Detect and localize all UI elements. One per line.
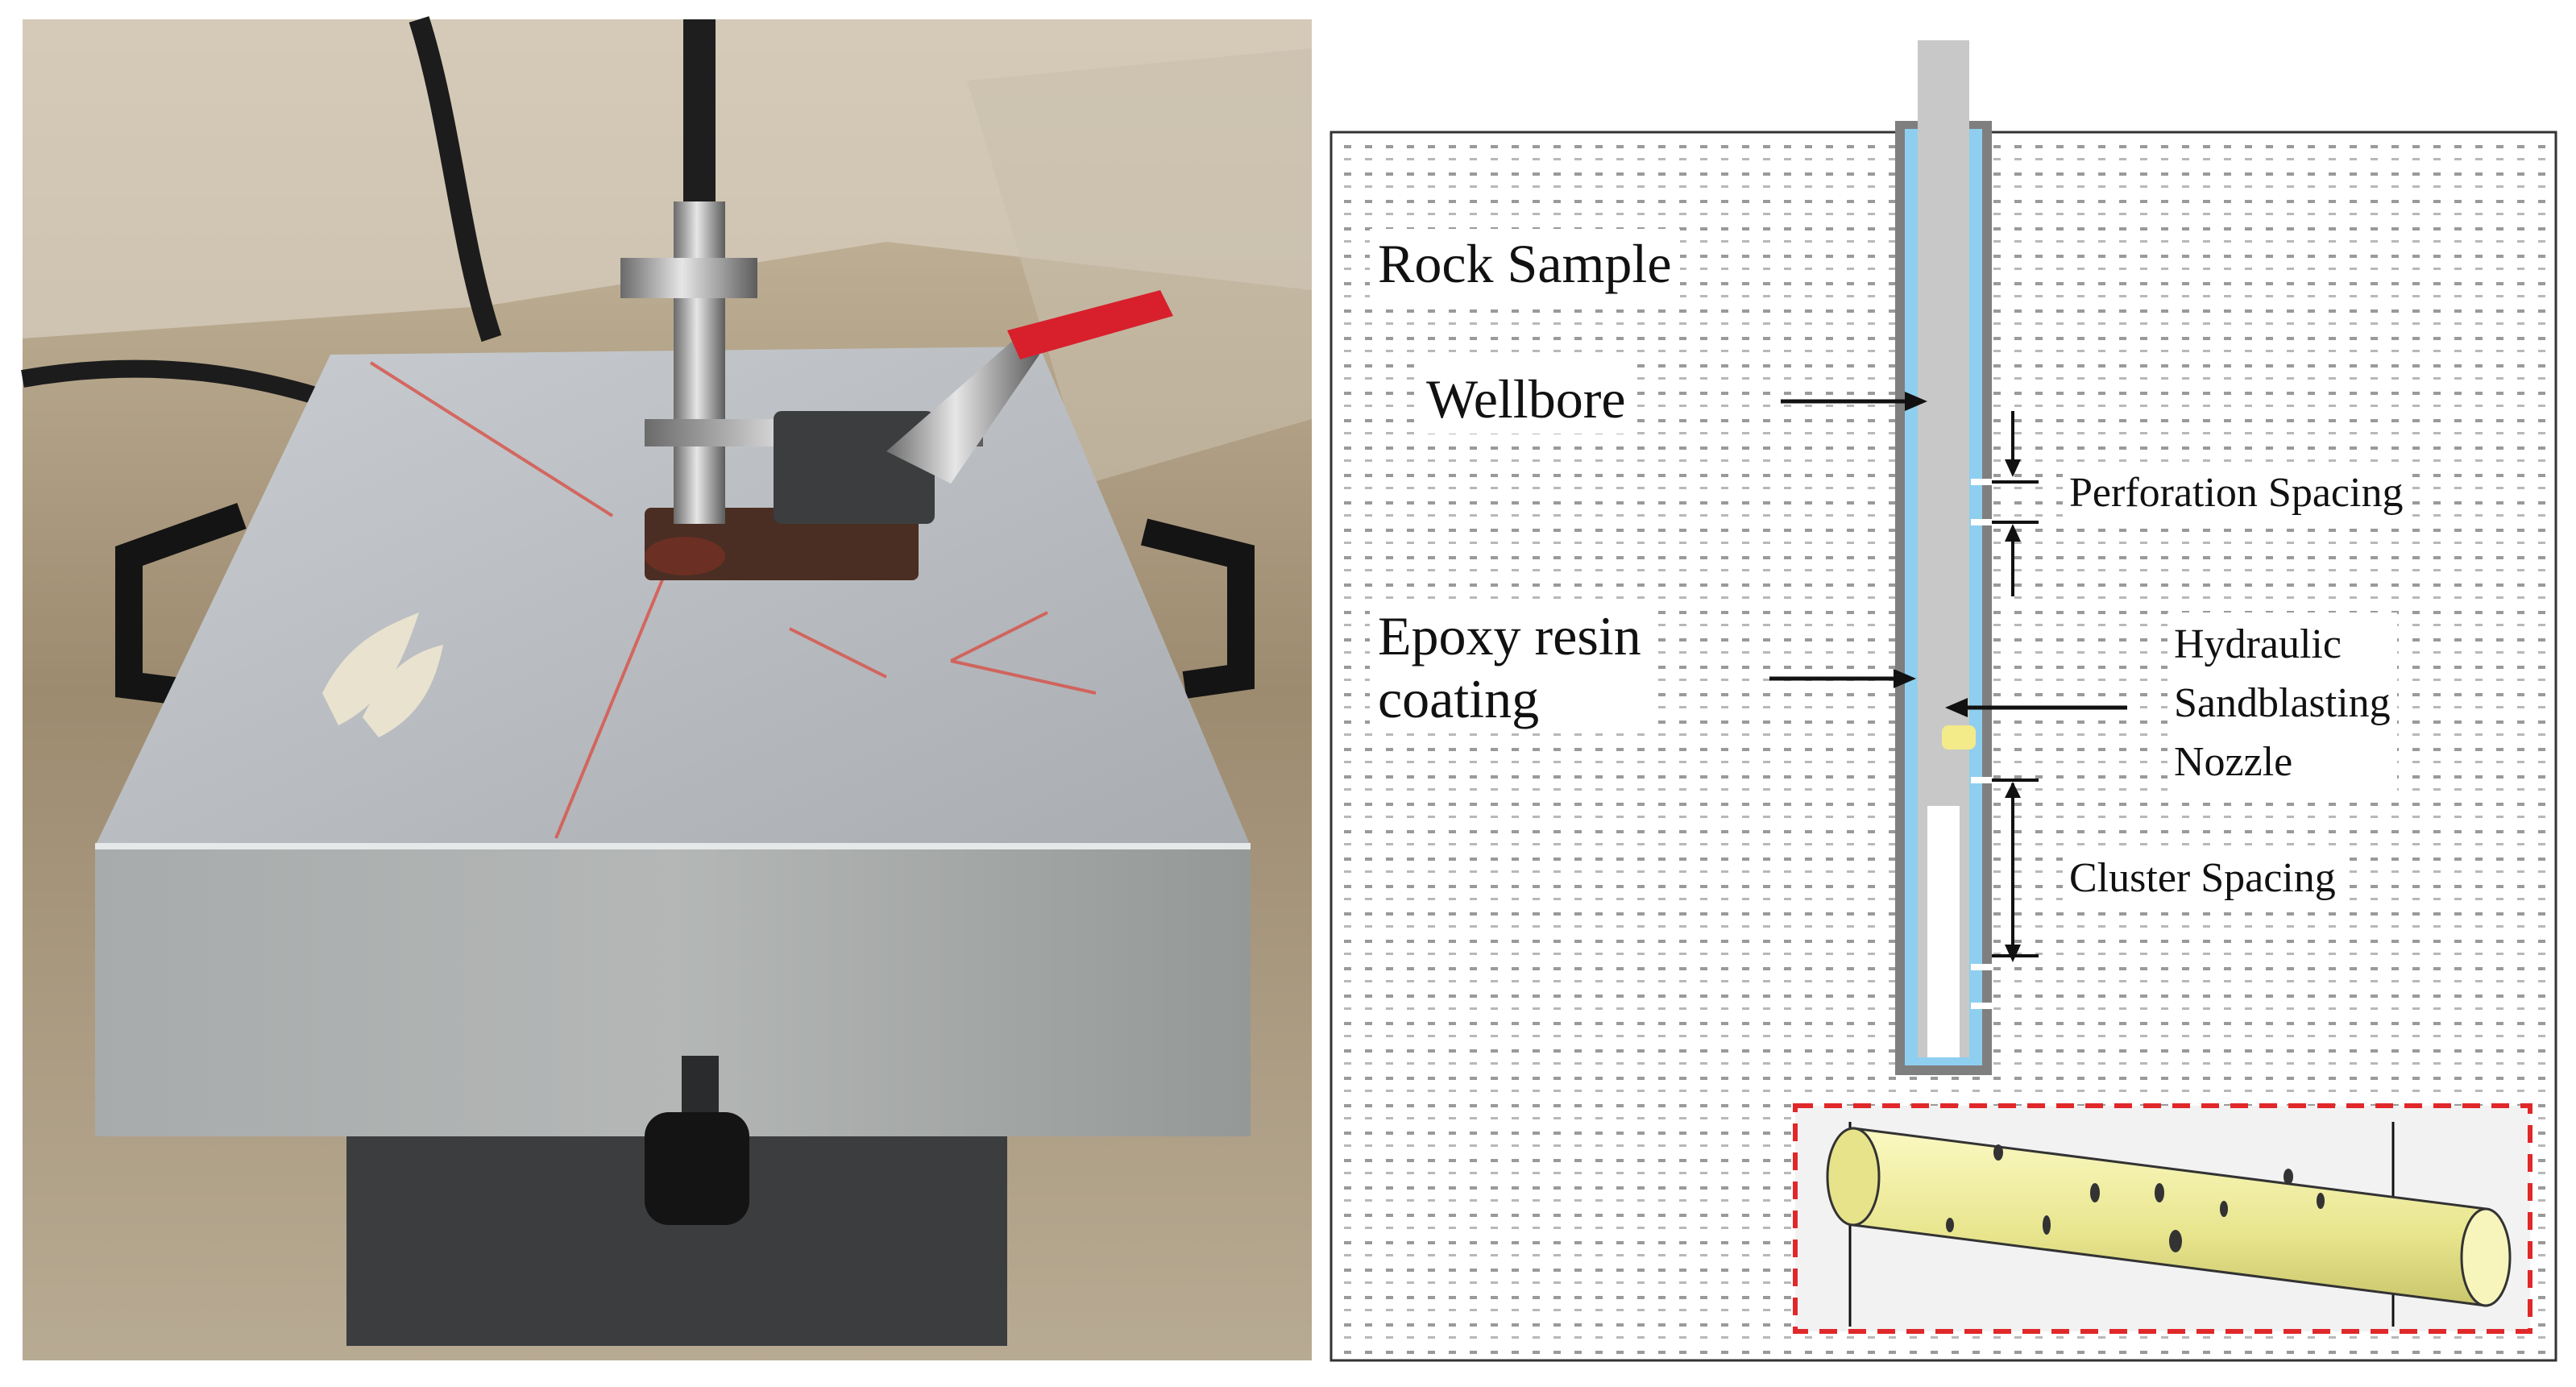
leader-arrows bbox=[1769, 392, 2127, 717]
label-epoxy-line1: Epoxy resin bbox=[1378, 605, 1641, 667]
drain-valve bbox=[645, 1112, 749, 1225]
sample-photo bbox=[21, 16, 1312, 1360]
label-nozzle-line1: Hydraulic bbox=[2174, 621, 2342, 667]
label-nozzle-line3: Nozzle bbox=[2174, 738, 2293, 785]
label-epoxy-resin: Epoxy resin coating bbox=[1370, 601, 1649, 734]
perforation-spacing-dimension bbox=[1992, 411, 2039, 596]
pipe-holes bbox=[1946, 1144, 2325, 1252]
toggle-clamp bbox=[774, 411, 935, 524]
clamp-handle bbox=[1007, 290, 1173, 359]
label-nozzle: Hydraulic Sandblasting Nozzle bbox=[2167, 613, 2397, 795]
injection-fitting bbox=[674, 201, 725, 524]
label-rock-sample: Rock Sample bbox=[1370, 229, 1680, 299]
label-perforation-spacing: Perforation Spacing bbox=[2063, 467, 2410, 519]
left-handle bbox=[115, 502, 247, 707]
block-front-face bbox=[95, 846, 1251, 1136]
right-handle bbox=[1140, 518, 1255, 699]
logo-mark bbox=[322, 613, 419, 725]
label-epoxy-line2: coating bbox=[1378, 668, 1540, 730]
label-nozzle-line2: Sandblasting bbox=[2174, 679, 2391, 726]
cluster-spacing-dimension bbox=[1992, 779, 2039, 962]
perforated-pipe-inset bbox=[1793, 1103, 2532, 1334]
label-wellbore: Wellbore bbox=[1418, 364, 1634, 434]
label-cluster-spacing: Cluster Spacing bbox=[2063, 853, 2342, 904]
nozzle-mark bbox=[1942, 725, 1976, 750]
perforations bbox=[1971, 479, 1992, 1009]
